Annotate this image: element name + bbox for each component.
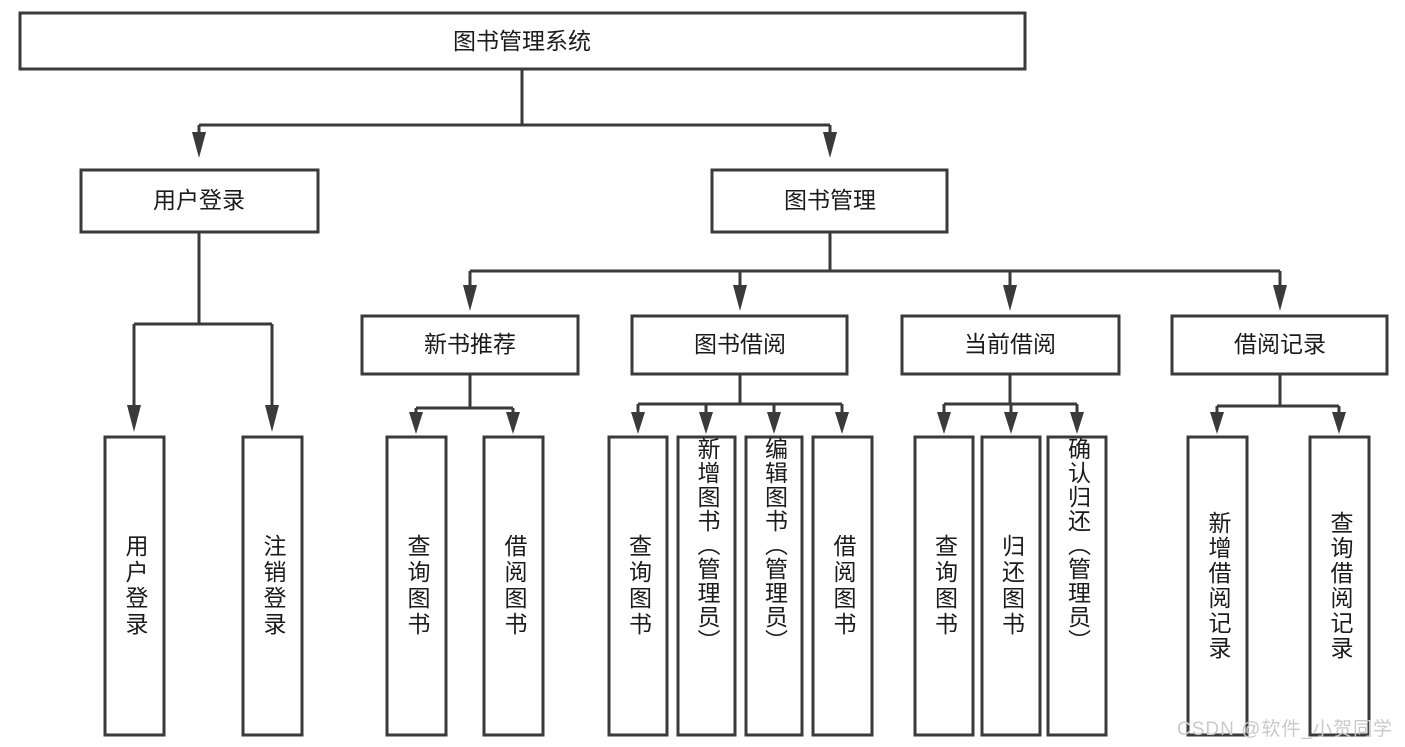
node-new-book-recommend-box[interactable] <box>360 314 580 376</box>
node-borrow-record-box[interactable] <box>1170 314 1389 376</box>
arrow-to-leaf-confirm-return <box>1070 412 1084 434</box>
leaf-box-borrow-book-b[interactable] <box>811 435 874 737</box>
connector-group-current-borrow <box>937 374 1084 434</box>
arrow-to-leaf-query-record <box>1332 412 1346 434</box>
node-new-book-recommend-label: 新书推荐 <box>424 331 516 357</box>
node-current-borrow-box[interactable] <box>900 314 1121 376</box>
arrow-to-leaf-add-record <box>1210 412 1224 434</box>
arrow-to-leaf-edit-book <box>767 412 781 434</box>
arrow-to-图书管理 <box>823 132 837 158</box>
connector-group-root <box>192 69 837 158</box>
arrow-to-借阅记录 <box>1273 285 1287 311</box>
node-book-management-box[interactable] <box>710 168 949 234</box>
node-user-login[interactable]: 用户登录 <box>79 168 320 234</box>
arrow-to-leaf-return-book <box>1004 412 1018 434</box>
arrow-to-leaf-borrow-book-a <box>506 412 520 434</box>
node-current-borrow-label: 当前借阅 <box>964 331 1056 357</box>
node-book-management-label: 图书管理 <box>784 187 876 213</box>
node-root-box[interactable] <box>18 11 1027 71</box>
node-book-borrow-label: 图书借阅 <box>694 331 786 357</box>
arrow-to-用户登录 <box>192 132 206 158</box>
leaf-box-add-book[interactable] <box>676 435 737 737</box>
arrow-to-leaf-query-book-a <box>409 412 423 434</box>
arrow-to-当前借阅 <box>1003 285 1017 311</box>
leaf-box-query-record[interactable] <box>1308 435 1371 737</box>
node-root-label: 图书管理系统 <box>453 28 591 54</box>
leaf-box-add-record[interactable] <box>1186 435 1249 737</box>
arrow-to-新书推荐 <box>463 285 477 311</box>
node-book-borrow[interactable]: 图书借阅 <box>630 314 849 376</box>
arrow-to-leaf-query-book-c <box>937 412 951 434</box>
node-book-management[interactable]: 图书管理 <box>710 168 949 234</box>
leaf-box-query-book-a[interactable] <box>385 435 448 737</box>
arrow-to-leaf-borrow-book-b <box>835 412 849 434</box>
node-borrow-record-label: 借阅记录 <box>1234 331 1326 357</box>
leaf-box-borrow-book-a[interactable] <box>482 435 545 737</box>
node-book-borrow-box[interactable] <box>630 314 849 376</box>
leaf-box-user-login[interactable] <box>103 435 166 737</box>
connector-group-user-login <box>127 232 279 432</box>
node-current-borrow[interactable]: 当前借阅 <box>900 314 1121 376</box>
leaf-box-edit-book[interactable] <box>744 435 804 737</box>
leaf-box-confirm-return[interactable] <box>1046 435 1108 737</box>
connector-group-new-book <box>409 374 520 434</box>
arrow-to-leaf-add-book <box>699 412 713 434</box>
leaf-box-query-book-c[interactable] <box>913 435 975 737</box>
leaf-box-query-book-b[interactable] <box>607 435 669 737</box>
arrow-to-leaf-query-book-b <box>631 412 645 434</box>
connector-group-book-borrow <box>631 374 849 434</box>
leaf-box-return-book[interactable] <box>980 435 1042 737</box>
node-borrow-record[interactable]: 借阅记录 <box>1170 314 1389 376</box>
node-root[interactable]: 图书管理系统 <box>18 11 1027 71</box>
node-new-book-recommend[interactable]: 新书推荐 <box>360 314 580 376</box>
csdn-watermark: CSDN @软件_小贺同学 <box>1177 719 1393 740</box>
arrow-to-图书借阅 <box>733 285 747 311</box>
node-user-login-box[interactable] <box>79 168 320 234</box>
leaf-boxes <box>103 435 1371 737</box>
node-user-login-label: 用户登录 <box>153 187 245 213</box>
connector-group-borrow-record <box>1210 374 1346 434</box>
connector-group-book-mgmt <box>463 232 1287 311</box>
arrow-to-leaf-user-login <box>127 405 141 432</box>
leaf-box-logout[interactable] <box>241 435 304 737</box>
arrow-to-leaf-logout <box>265 405 279 432</box>
